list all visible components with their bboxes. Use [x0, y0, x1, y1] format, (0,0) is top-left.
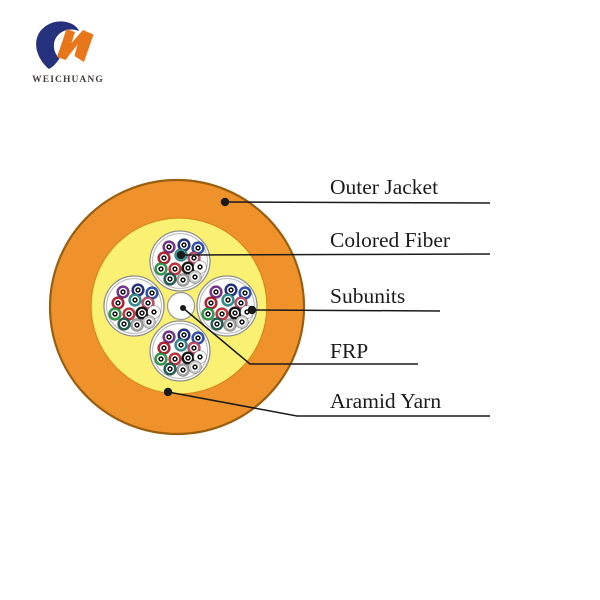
leader-line-frp: [182, 307, 418, 365]
fiber-core: [193, 365, 197, 369]
fiber-core: [168, 367, 172, 371]
fiber-core: [113, 312, 117, 316]
brand-name: WEICHUANG: [32, 75, 104, 85]
fiber-core: [206, 312, 210, 316]
subunit-inner-ring: [152, 323, 208, 379]
fiber-core: [220, 312, 224, 316]
fiber-core: [186, 266, 190, 270]
fiber-core: [147, 320, 151, 324]
fiber-core: [146, 301, 150, 305]
fiber-core: [240, 320, 244, 324]
fiber-core: [181, 278, 185, 282]
fiber-core: [196, 246, 200, 250]
leader-dot-colored-fiber: [176, 250, 186, 260]
fiber-core: [122, 322, 126, 326]
fiber-core: [150, 291, 154, 295]
fiber-core: [140, 311, 144, 315]
logo-blue-swoosh: [36, 21, 79, 69]
fiber-core: [229, 288, 233, 292]
fiber-core: [192, 256, 196, 260]
fiber-core: [173, 267, 177, 271]
label-aramid-yarn: Aramid Yarn: [330, 389, 442, 413]
subunit-inner-ring: [106, 278, 162, 334]
brand-logo: WEICHUANG: [26, 20, 110, 85]
fiber-core: [198, 265, 202, 269]
fiber-core: [121, 290, 125, 294]
fiber-core: [186, 356, 190, 360]
fiber-core: [159, 357, 163, 361]
subunit-inner-ring: [199, 278, 255, 334]
fiber-core: [198, 355, 202, 359]
fiber-core: [152, 310, 156, 314]
label-frp: FRP: [330, 339, 369, 363]
fiber-core: [215, 322, 219, 326]
fiber-core: [243, 291, 247, 295]
fiber-core: [181, 368, 185, 372]
fiber-core: [135, 323, 139, 327]
fiber-core: [182, 333, 186, 337]
fiber-core: [192, 346, 196, 350]
fiber-core: [245, 310, 249, 314]
fiber-core: [209, 301, 213, 305]
fiber-core: [193, 275, 197, 279]
fiber-core: [179, 343, 183, 347]
leader-dot-aramid-yarn: [163, 387, 173, 397]
fiber-core: [127, 312, 131, 316]
fiber-core: [182, 243, 186, 247]
fiber-core: [233, 311, 237, 315]
fiber-core: [196, 336, 200, 340]
leader-line-subunits: [251, 309, 441, 312]
fiber-core: [133, 298, 137, 302]
fiber-core: [214, 290, 218, 294]
fiber-core: [167, 335, 171, 339]
fiber-core: [167, 245, 171, 249]
fiber-core: [228, 323, 232, 327]
fiber-core: [168, 277, 172, 281]
fiber-core: [173, 357, 177, 361]
leader-line-colored-fiber: [180, 253, 491, 256]
label-colored-fiber: Colored Fiber: [330, 228, 451, 252]
fiber-core: [162, 256, 166, 260]
fiber-core: [159, 267, 163, 271]
fiber-core: [226, 298, 230, 302]
fiber-core: [162, 346, 166, 350]
leader-dot-outer-jacket: [220, 197, 230, 207]
subunit-inner-ring: [152, 233, 208, 289]
leader-line-aramid-yarn: [167, 391, 490, 417]
brand-logo-mark: [36, 21, 94, 69]
leader-dot-frp: [180, 305, 186, 311]
label-subunits: Subunits: [330, 284, 406, 308]
fiber-core: [239, 301, 243, 305]
fiber-core: [116, 301, 120, 305]
leader-line-outer-jacket: [224, 201, 491, 204]
label-outer-jacket: Outer Jacket: [330, 175, 439, 199]
leader-dot-subunits: [247, 305, 257, 315]
logo-orange-zigzag: [57, 29, 94, 62]
fiber-core: [136, 288, 140, 292]
